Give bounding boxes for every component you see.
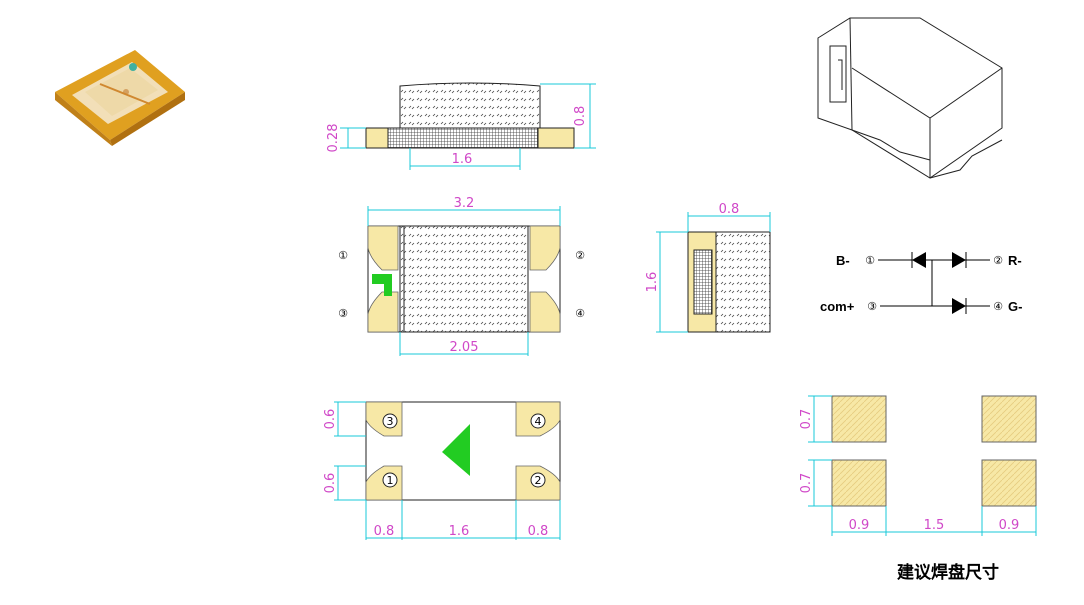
dim-bottom-pad-top: 0.6 [323,409,338,430]
top-view: 3.2 2.05 ① ② ③ ④ [338,196,585,356]
footprint-caption: 建议焊盘尺寸 [897,562,999,583]
dim-footprint-right: 0.9 [999,518,1020,533]
schematic-g-label: G- [1008,299,1022,314]
dim-bottom-mid: 1.6 [449,524,470,539]
bottom-pin-2: 2 [535,474,542,487]
product-photo [55,50,185,146]
schematic-pin-1: ① [865,254,875,267]
dim-end-width: 0.8 [719,202,740,217]
top-pin-2: ② [575,249,585,262]
dim-footprint-top: 0.7 [799,409,814,430]
top-pin-4: ④ [575,307,585,320]
dim-bottom-left: 0.8 [374,524,395,539]
top-pin-1: ① [338,249,348,262]
schematic: B- ① ② R- com+ ③ ④ G- [820,252,1022,314]
dim-footprint-bottom: 0.7 [799,473,814,494]
bottom-pin-4: 4 [535,415,542,428]
dim-footprint-left: 0.9 [849,518,870,533]
dim-top-length: 3.2 [454,196,475,211]
dim-end-height: 1.6 [645,272,660,293]
bottom-pin-1: 1 [387,474,394,487]
schematic-r-label: R- [1008,253,1022,268]
dim-top-lens: 2.05 [450,340,479,355]
footprint: 0.7 0.7 0.9 1.5 0.9 建议焊盘尺寸 [799,395,1037,583]
dim-side-height: 0.28 [326,124,341,153]
schematic-com-label: com+ [820,299,855,314]
schematic-pin-3: ③ [867,300,877,313]
dim-footprint-gap: 1.5 [924,518,945,533]
dim-bottom-pad-bottom: 0.6 [323,473,338,494]
side-view: 0.28 0.8 1.6 [326,82,596,170]
schematic-pin-2: ② [993,254,1003,267]
bottom-view: 3 4 1 2 0.6 0.6 0.8 1.6 0.8 [323,401,561,540]
bottom-pin-3: 3 [387,415,394,428]
schematic-b-label: B- [836,253,850,268]
top-pin-3: ③ [338,307,348,320]
schematic-pin-4: ④ [993,300,1003,313]
dim-side-width: 1.6 [452,152,473,167]
dim-bottom-right: 0.8 [528,524,549,539]
dim-side-total: 0.8 [573,106,588,127]
isometric-view [817,17,1003,179]
end-view: 0.8 1.6 [645,202,771,333]
